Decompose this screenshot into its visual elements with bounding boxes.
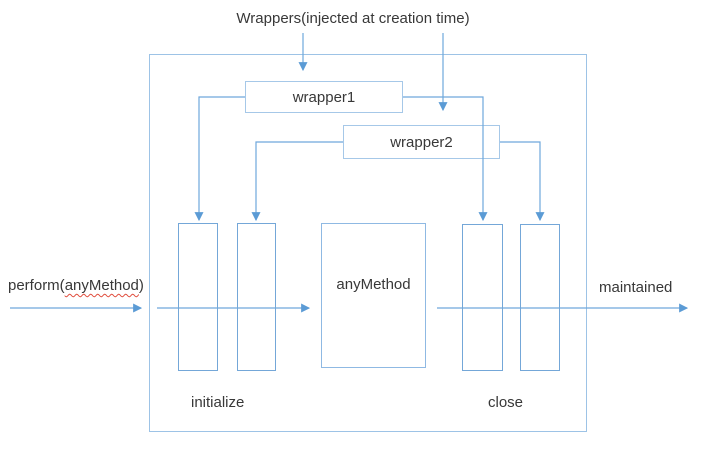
wrapper1-box: wrapper1 bbox=[245, 81, 403, 113]
wrappers-injected-title: Wrappers(injected at creation time) bbox=[236, 10, 470, 27]
maintained-label: maintained bbox=[599, 279, 673, 296]
any-method-box: anyMethod bbox=[321, 223, 426, 368]
wrapper2-box: wrapper2 bbox=[343, 125, 500, 159]
initialize-box-wrapper1 bbox=[178, 223, 218, 371]
close-box-wrapper1 bbox=[462, 224, 503, 371]
any-method-label: anyMethod bbox=[336, 276, 411, 293]
close-phase-label: close bbox=[488, 394, 524, 411]
initialize-phase-label: initialize bbox=[191, 394, 245, 411]
perform-call-label: perform(anyMethod) bbox=[8, 277, 144, 294]
wrapper1-label: wrapper1 bbox=[292, 88, 356, 106]
close-box-wrapper2 bbox=[520, 224, 560, 371]
perform-argument-text: anyMethod bbox=[64, 277, 139, 294]
wrapper2-label: wrapper2 bbox=[390, 133, 453, 151]
initialize-box-wrapper2 bbox=[237, 223, 276, 371]
perform-prefix-text: perform( bbox=[8, 277, 65, 294]
perform-suffix-text: ) bbox=[138, 277, 144, 294]
